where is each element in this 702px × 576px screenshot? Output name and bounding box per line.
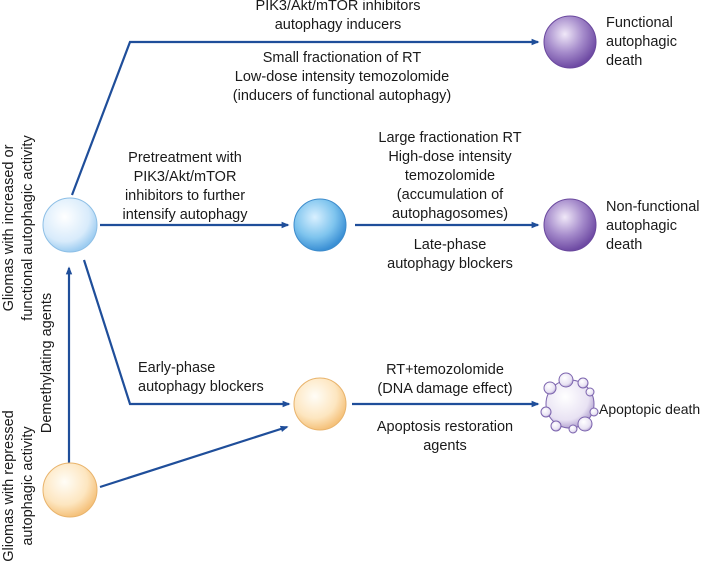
late-phase-label: Late-phase autophagy blockers [370, 236, 530, 274]
label-line: Low-dose intensity temozolomide [234, 69, 450, 85]
label-line: Functional [606, 15, 673, 31]
label-line: Demethylating agents [39, 292, 55, 434]
label-line: Small fractionation of RT [262, 50, 422, 66]
label-line: Pretreatment with [128, 150, 242, 166]
label-line: death [606, 237, 643, 253]
label-line: Apoptosis restoration [376, 419, 514, 435]
label-line: (inducers of functional autophagy) [232, 88, 452, 104]
nonfunctional-death-node [543, 198, 597, 252]
label-line: autophagic [606, 34, 677, 50]
apoptotic-cell-icon [540, 372, 599, 434]
top-inhibitors-label: PIK3/Akt/mTOR inhibitors autophagy induc… [238, 0, 438, 35]
label-line: Gliomas with increased or [1, 144, 17, 312]
label-line: Apoptopic death [599, 401, 701, 417]
early-blocker-node [293, 377, 347, 431]
label-line: autophagic [606, 218, 677, 234]
label-line: Early-phase [138, 360, 216, 376]
label-line: RT+temozolomide [386, 362, 504, 378]
label-line: High-dose intensity [388, 149, 512, 165]
label-line: Gliomas with repressed [1, 410, 17, 562]
early-phase-label: Early-phase autophagy blockers [138, 359, 288, 397]
label-line: Late-phase [413, 237, 487, 253]
label-line: autophagosomes) [391, 206, 509, 222]
label-line: autophagy blockers [387, 256, 513, 272]
pretreatment-label: Pretreatment with PIK3/Akt/mTOR inhibito… [110, 149, 260, 225]
demethylating-agents-label: Demethylating agents [38, 268, 57, 458]
label-line: agents [423, 438, 467, 454]
label-line: autophagic activity [20, 426, 36, 546]
arrow-to-functional-death [70, 38, 540, 196]
apoptosis-restoration-label: Apoptosis restoration agents [365, 418, 525, 456]
gliomas-repressed-node [42, 462, 98, 518]
label-line: PIK3/Akt/mTOR [133, 169, 237, 185]
nonfunctional-death-label: Non-functional autophagic death [606, 198, 702, 255]
gliomas-increased-label: Gliomas with increased or functional aut… [0, 118, 38, 338]
arrow-repressed-to-orange-node [99, 425, 289, 489]
label-line: Large fractionation RT [378, 130, 522, 146]
gliomas-increased-node [42, 197, 98, 253]
functional-death-node [543, 15, 597, 69]
label-line: (DNA damage effect) [377, 381, 513, 397]
label-line: temozolomide [404, 168, 496, 184]
intensified-autophagy-node [293, 198, 347, 252]
gliomas-repressed-label: Gliomas with repressed autophagic activi… [0, 398, 38, 574]
label-line: functional autophagic activity [20, 135, 36, 321]
label-line: inhibitors to further [124, 188, 246, 204]
functional-death-label: Functional autophagic death [606, 14, 698, 71]
label-line: PIK3/Akt/mTOR inhibitors [255, 0, 421, 14]
label-line: Non-functional [606, 199, 700, 215]
label-line: death [606, 53, 643, 69]
label-line: autophagy inducers [274, 17, 402, 33]
arrow-to-early-phase-node [82, 259, 291, 408]
apoptotic-death-label: Apoptopic death [599, 400, 701, 419]
label-line: intensify autophagy [122, 207, 248, 223]
label-line: autophagy blockers [138, 379, 264, 395]
label-line: (accumulation of [396, 187, 504, 203]
rt-temozolomide-label: RT+temozolomide (DNA damage effect) [365, 361, 525, 399]
small-fractionation-label: Small fractionation of RT Low-dose inten… [212, 49, 472, 106]
large-fractionation-label: Large fractionation RT High-dose intensi… [360, 129, 540, 224]
